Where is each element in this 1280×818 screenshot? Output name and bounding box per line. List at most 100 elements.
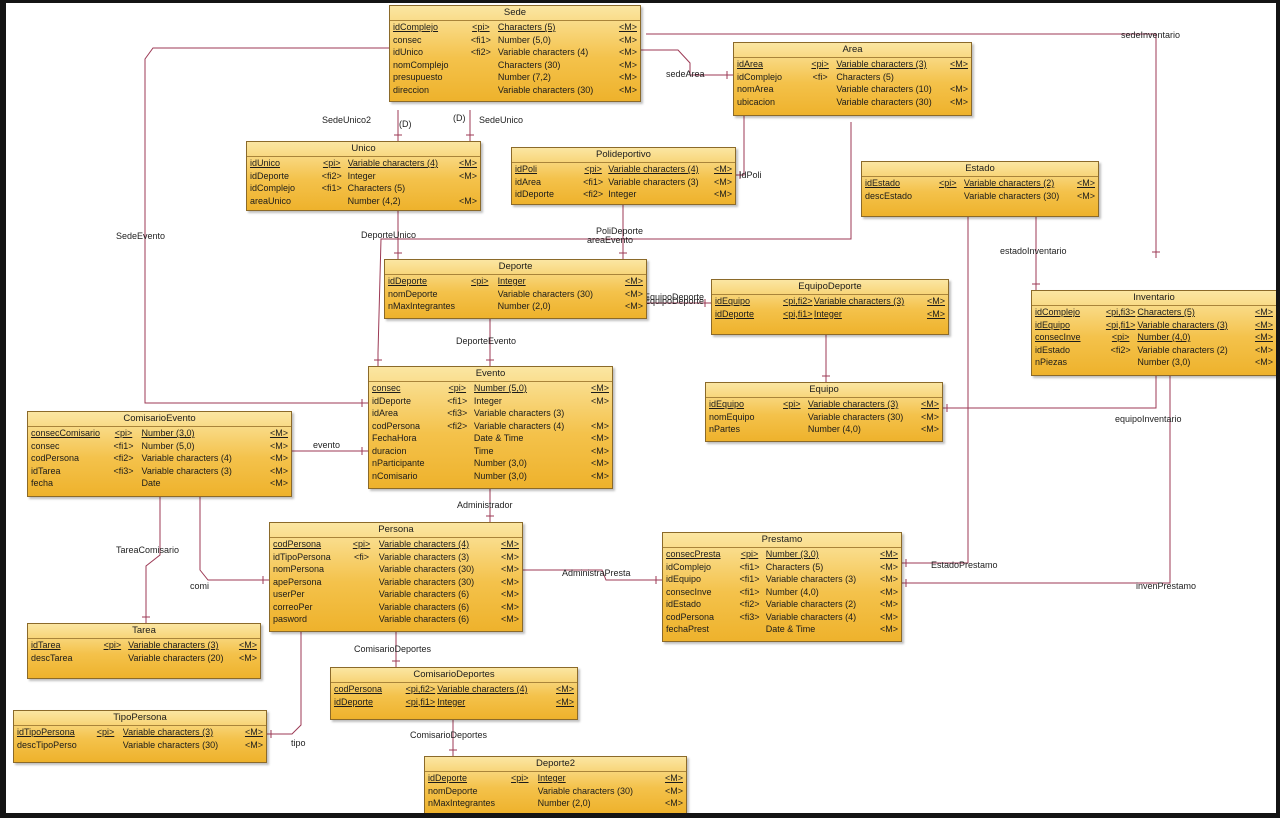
attribute-key: [464, 71, 498, 84]
attribute-type: Variable characters (30): [963, 190, 1060, 201]
relationship-label: TareaComisario: [116, 545, 180, 555]
attribute-type: Variable characters (30): [537, 785, 633, 796]
attribute-type: Variable characters (4): [473, 420, 565, 431]
entity-title: Estado: [862, 162, 1098, 177]
attribute-name: nParticipante: [372, 458, 425, 468]
attribute-name: fechaPrest: [666, 624, 710, 634]
attribute-type: Integer: [497, 276, 526, 286]
relationship-label: SedeEvento: [116, 231, 166, 241]
attribute-mandatory: <M>: [624, 301, 643, 311]
attribute-key: <pi>: [96, 727, 115, 737]
attribute-key: <fi2>: [739, 599, 760, 609]
attribute-name: idEstado: [666, 599, 702, 609]
attribute-key: <pi,fi1>: [1105, 319, 1136, 330]
attribute-type: Number (5,0): [141, 440, 195, 451]
attribute-name: FechaHora: [372, 433, 417, 443]
attribute-key: [344, 588, 378, 601]
attribute-key: [97, 652, 129, 665]
relationship-line: [145, 495, 161, 623]
attribute-mandatory: [946, 71, 968, 84]
attribute-key: <pi>: [811, 59, 829, 69]
relationship-label: equipoInventario: [1115, 414, 1182, 424]
attribute-name: descTarea: [31, 652, 73, 663]
attribute-name: idTarea: [31, 465, 61, 476]
relationship-label: EquipoDeporte: [644, 296, 705, 306]
attribute-row: idDeporte<pi>Integer<M>: [385, 275, 646, 288]
attribute-mandatory: <M>: [949, 84, 968, 94]
attribute-row: idTipoPersona<fi>Variable characters (3)…: [270, 551, 522, 564]
attribute-row: idArea<pi>Variable characters (3)<M>: [734, 58, 971, 71]
attribute-name: idUnico: [393, 47, 424, 57]
attribute-mandatory: <M>: [879, 561, 898, 572]
attribute-key: <pi>: [511, 773, 529, 783]
attribute-key: <pi>: [352, 539, 371, 549]
attribute-name: userPer: [273, 589, 305, 599]
attribute-name: nPiezas: [1035, 357, 1068, 367]
attribute-name: descEstado: [865, 190, 913, 201]
attribute-mandatory: <M>: [1076, 190, 1095, 201]
attribute-type: Number (4,0): [765, 586, 819, 597]
attribute-row: consec<fi1>Number (5,0)<M>: [28, 440, 291, 453]
attribute-key: [441, 457, 474, 470]
attribute-row: idDeporte<pi>Integer<M>: [425, 772, 686, 785]
attribute-mandatory: <M>: [920, 411, 939, 422]
attribute-type: Variable characters (4): [497, 47, 589, 57]
attribute-key: [776, 423, 808, 436]
attribute-type: Variable characters (6): [378, 589, 470, 599]
entity-title: Persona: [270, 523, 522, 538]
attribute-type: Variable characters (3): [807, 399, 899, 409]
attribute-name: consecComisario: [31, 428, 101, 438]
relationship-label: DeporteUnico: [361, 230, 417, 240]
attribute-type: Variable characters (30): [807, 411, 904, 422]
relationship-label: PoliDeporte: [596, 226, 644, 236]
attribute-key: <fi>: [354, 551, 370, 562]
relationship-label: DeporteEvento: [456, 336, 517, 346]
attribute-type: Variable characters (30): [122, 739, 219, 750]
attribute-key: <fi1>: [739, 574, 760, 584]
attribute-name: idArea: [515, 176, 542, 187]
attribute-mandatory: <M>: [879, 624, 898, 634]
entity-title: Inventario: [1032, 291, 1276, 306]
attribute-name: ubicacion: [737, 96, 776, 107]
attribute-type: Number (3,0): [765, 549, 819, 559]
attribute-mandatory: <M>: [500, 539, 519, 549]
attribute-mandatory: <M>: [238, 640, 257, 650]
attribute-name: nomDeporte: [428, 785, 478, 796]
attribute-name: presupuesto: [393, 72, 443, 82]
attribute-key: <fi2>: [113, 453, 134, 463]
attribute-key: <pi>: [114, 428, 133, 438]
attribute-type: Variable characters (4): [141, 453, 232, 463]
entity-title: Equipo: [706, 383, 942, 398]
attribute-row: idEquipo<pi,fi2>Variable characters (3)<…: [712, 295, 948, 308]
attribute-type: Variable characters (4): [765, 611, 857, 622]
attribute-row: idEquipo<pi>Variable characters (3)<M>: [706, 398, 942, 411]
attribute-type: Variable characters (30): [836, 96, 932, 107]
attribute-mandatory: <M>: [618, 34, 637, 45]
attribute-mandatory: <M>: [500, 589, 519, 599]
attribute-key: <fi1>: [739, 561, 760, 572]
